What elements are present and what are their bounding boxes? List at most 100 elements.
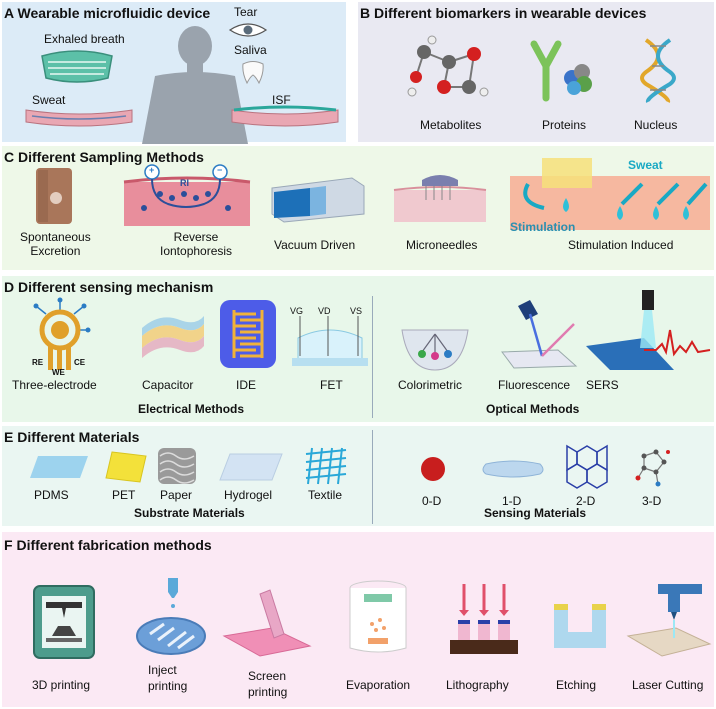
one-d-material-icon <box>482 460 544 478</box>
inkjet-printer-icon <box>134 578 208 656</box>
isf-patch-icon <box>230 105 340 128</box>
laser-cutter-icon <box>626 584 712 660</box>
human-body-icon <box>120 24 270 144</box>
substrate-materials-caption: Substrate Materials <box>134 506 245 520</box>
electrical-methods-caption: Electrical Methods <box>138 402 245 416</box>
optical-methods-caption: Optical Methods <box>486 402 580 416</box>
metabolite-molecule-icon <box>404 32 494 104</box>
inkjet-printing-label: Inject printing <box>148 663 188 693</box>
vd-label: VD <box>318 306 331 316</box>
pdms-label: PDMS <box>34 488 69 502</box>
ri-plus-sign: + <box>149 165 155 175</box>
one-d-label: 1-D <box>502 494 522 508</box>
panel-e: E Different Materials PDMS PET Paper Hyd… <box>2 426 714 526</box>
panel-d-title: D Different sensing mechanism <box>4 279 214 295</box>
nucleus-label: Nucleus <box>634 118 678 132</box>
sweat-patch-icon <box>24 106 134 128</box>
tooth-icon <box>240 59 266 85</box>
saliva-label: Saliva <box>234 43 267 57</box>
skin-arm-icon <box>36 168 72 224</box>
ri-minus-sign: − <box>217 165 223 175</box>
panel-d: D Different sensing mechanism RE CE WE T… <box>2 276 714 422</box>
pet-label: PET <box>112 488 136 502</box>
sensing-materials-caption: Sensing Materials <box>484 506 587 520</box>
eye-icon <box>228 22 268 38</box>
three-electrode-icon: RE CE WE <box>32 297 91 377</box>
three-d-material-icon <box>634 446 674 488</box>
panel-c: C Different Sampling Methods Spontaneous… <box>2 146 714 270</box>
colorimetric-label: Colorimetric <box>398 378 463 392</box>
fluorescence-icon <box>498 300 580 370</box>
fet-icon: VG VD VS <box>290 306 368 366</box>
panel-b: B Different biomarkers in wearable devic… <box>358 2 714 142</box>
vg-label: VG <box>290 306 304 316</box>
ce-label: CE <box>74 358 86 367</box>
textile-icon <box>304 447 348 485</box>
panel-c-letter: C <box>4 149 15 165</box>
three-d-label: 3-D <box>642 494 662 508</box>
two-d-label: 2-D <box>576 494 596 508</box>
ide-label: IDE <box>236 378 257 392</box>
protein-antibody-icon <box>524 40 604 102</box>
vacuum-driven-label: Vacuum Driven <box>274 238 356 252</box>
screen-printing-label: Screen printing <box>248 669 288 699</box>
hydrogel-label: Hydrogel <box>224 488 273 502</box>
panel-a: A Wearable microfluidic device Tear Sali… <box>2 2 346 144</box>
evaporation-label: Evaporation <box>346 678 411 692</box>
sers-label: SERS <box>586 378 619 392</box>
panel-c-title: C Different Sampling Methods <box>4 149 204 165</box>
panel-e-title: E Different Materials <box>4 429 140 445</box>
paper-label: Paper <box>160 488 193 502</box>
fluorescence-label: Fluorescence <box>498 378 571 392</box>
evaporation-icon <box>348 580 408 656</box>
sweat-stim-label: Sweat <box>628 158 663 172</box>
dna-helix-icon <box>640 38 676 104</box>
panel-b-letter: B <box>360 5 371 21</box>
panel-a-letter: A <box>4 5 14 21</box>
microneedles-icon <box>393 170 487 222</box>
we-label: WE <box>52 368 65 377</box>
microneedles-label: Microneedles <box>406 238 478 252</box>
stimulation-induced-label: Stimulation Induced <box>568 238 674 252</box>
panel-e-divider <box>372 430 373 524</box>
pet-icon <box>105 451 147 483</box>
laser-cutting-label: Laser Cutting <box>632 678 704 692</box>
re-label: RE <box>32 358 44 367</box>
fet-label: FET <box>320 378 343 392</box>
zero-d-material-icon <box>420 456 446 482</box>
vs-label: VS <box>350 306 363 316</box>
panel-f: F Different fabrication methods 3D print… <box>2 532 714 707</box>
exhaled-breath-label: Exhaled breath <box>44 32 125 46</box>
pdms-icon <box>30 456 88 478</box>
etching-label: Etching <box>556 678 597 692</box>
panel-a-title: A Wearable microfluidic device <box>4 5 211 21</box>
two-d-material-icon <box>564 444 610 490</box>
ide-icon <box>220 300 276 368</box>
isf-label: ISF <box>272 93 291 107</box>
hydrogel-icon <box>219 453 283 481</box>
spontaneous-excretion-label: Spontaneous Excretion <box>20 230 91 258</box>
zero-d-label: 0-D <box>422 494 442 508</box>
metabolites-label: Metabolites <box>420 118 482 132</box>
stimulation-label: Stimulation <box>510 220 576 234</box>
reverse-iontophoresis-label: Reverse Iontophoresis <box>160 230 233 258</box>
capacitor-label: Capacitor <box>142 378 194 392</box>
vacuum-chamber-icon <box>270 174 366 224</box>
paper-icon <box>158 448 196 484</box>
capacitor-icon <box>140 308 206 364</box>
tear-label: Tear <box>234 5 258 19</box>
lithography-label: Lithography <box>446 678 509 692</box>
textile-label: Textile <box>308 488 343 502</box>
ri-label: RI <box>180 178 189 188</box>
sweat-label: Sweat <box>32 93 66 107</box>
face-mask-icon <box>38 48 116 84</box>
panel-b-title: B Different biomarkers in wearable devic… <box>360 5 647 21</box>
screen-printing-icon <box>222 589 312 660</box>
etching-icon <box>554 602 606 648</box>
three-electrode-label: Three-electrode <box>12 378 97 392</box>
panel-d-divider <box>372 296 373 418</box>
panel-e-letter: E <box>4 429 14 445</box>
panel-f-title: F Different fabrication methods <box>4 537 212 553</box>
proteins-label: Proteins <box>542 118 587 132</box>
3d-printer-icon <box>32 584 96 660</box>
